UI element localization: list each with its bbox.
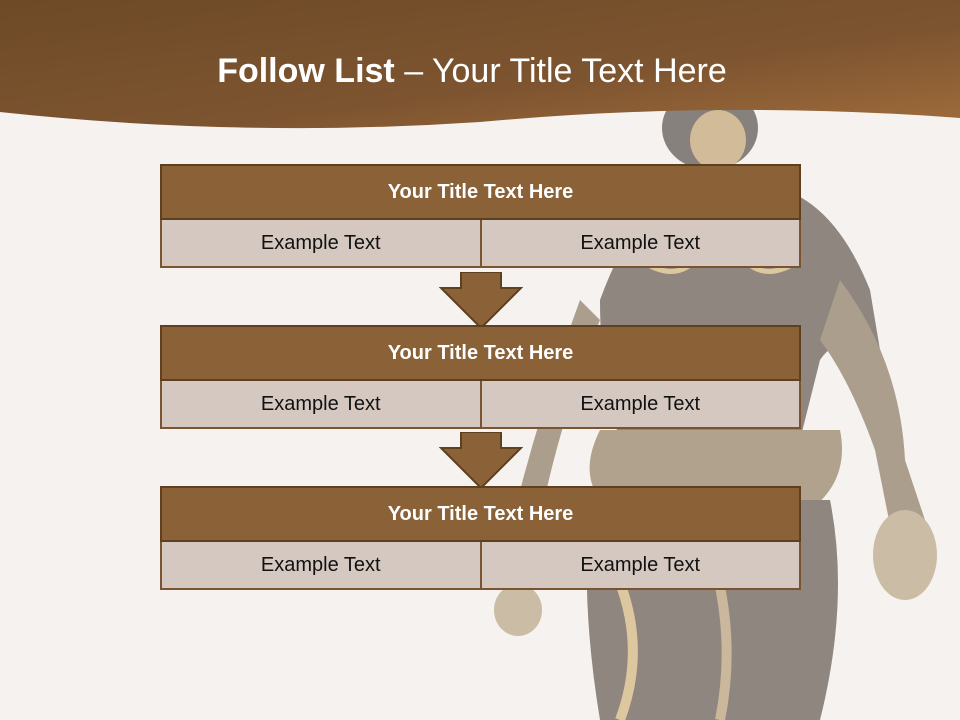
step-title: Your Title Text Here (160, 164, 801, 220)
step-box-2: Your Title Text Here Example Text Exampl… (160, 325, 801, 429)
step-cell-left: Example Text (160, 542, 482, 590)
step-box-1: Your Title Text Here Example Text Exampl… (160, 164, 801, 268)
step-cell-left: Example Text (160, 220, 482, 268)
step-row: Example Text Example Text (160, 542, 801, 590)
step-cell-right: Example Text (481, 381, 801, 429)
slide-title-rest: – Your Title Text Here (404, 52, 727, 90)
step-row: Example Text Example Text (160, 220, 801, 268)
step-cell-left: Example Text (160, 381, 482, 429)
down-arrow-icon (439, 272, 523, 330)
step-row: Example Text Example Text (160, 381, 801, 429)
slide-title-bold: Follow List (217, 52, 395, 90)
header-band (0, 0, 960, 129)
step-title: Your Title Text Here (160, 486, 801, 542)
step-box-3: Your Title Text Here Example Text Exampl… (160, 486, 801, 590)
step-cell-right: Example Text (481, 220, 801, 268)
down-arrow-icon (439, 432, 523, 490)
slide-title: Follow List – Your Title Text Here (0, 52, 944, 91)
step-cell-right: Example Text (481, 542, 801, 590)
step-title: Your Title Text Here (160, 325, 801, 381)
